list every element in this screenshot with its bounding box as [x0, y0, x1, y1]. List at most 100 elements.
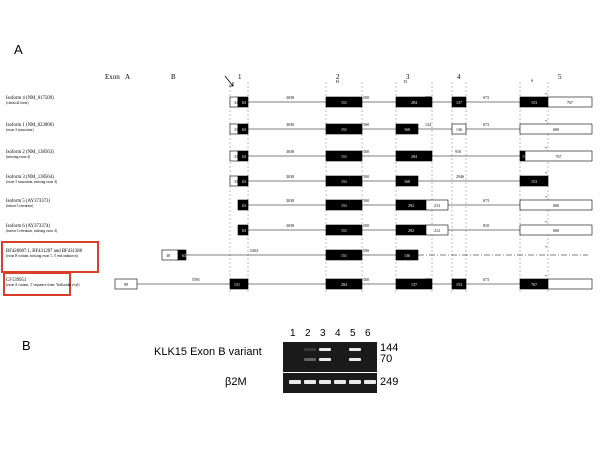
exon-box-3-3: [395, 175, 419, 187]
exon-box-3-1: [237, 175, 249, 187]
exon-size-7-1: 151: [234, 282, 240, 287]
gel-top-image: [283, 342, 377, 372]
exon-size-3-2: 151: [341, 179, 347, 184]
exon-size-2-4: 5: [523, 154, 525, 159]
exon2-mark: H: [336, 79, 339, 84]
intron-size-1-1: 500: [363, 122, 369, 127]
exon-size-7-2: 284: [341, 282, 347, 287]
intron-size-1-0: 3038: [286, 122, 294, 127]
exon-header-title: Exon: [105, 73, 120, 81]
exon-size-5-1: 151: [341, 228, 347, 233]
exon-box-6-1: [177, 249, 187, 261]
exon-box-0-1: [237, 96, 249, 108]
exon-box-1-1: [237, 123, 249, 135]
exon-size-1-5: 680: [553, 127, 559, 132]
exon-box-7-3: [395, 278, 433, 290]
exon-box-2-3: [395, 150, 433, 162]
intron-size-6-1: 500: [363, 248, 369, 253]
track-note-5: (intron 3 retention, missing exon 4): [6, 229, 58, 234]
exon-box-2-2: [325, 150, 363, 162]
exon-size-5-0: 63: [242, 228, 246, 233]
intron-size-5-2: 810: [483, 223, 489, 228]
size-label-249: 249: [380, 376, 399, 388]
track-note-2: (missing exon 4): [6, 155, 31, 159]
exon-box-7-2: [325, 278, 363, 290]
exon-size-3-3: 160: [404, 179, 410, 184]
gel-band-144-lane-2: [304, 348, 316, 351]
exon-size-4-1: 151: [341, 203, 347, 208]
exon-size-3-0: 31: [234, 179, 238, 184]
intron-size-5-0: 3038: [286, 223, 294, 228]
exon-box-0-6: [547, 96, 593, 108]
arrow-icon: [224, 75, 234, 87]
exon-size-4-4: 680: [553, 203, 559, 208]
track-name-3: Isoform 3 (NM_138564): [6, 175, 54, 180]
gel-band-249-lane-3: [319, 380, 331, 384]
exon-box-5-0: [237, 224, 249, 236]
exon-size-0-6: 767: [567, 100, 573, 105]
exon-size-1-2: 151: [341, 127, 347, 132]
exon-size-3-1: 63: [242, 179, 246, 184]
intron-size-0-0: 3038: [286, 95, 294, 100]
exon-header-5: 5: [558, 73, 562, 81]
exon-box-7-6: [547, 278, 593, 290]
stop-marker-4: *: [545, 195, 547, 200]
intron-size-3-1: 500: [363, 174, 369, 179]
exon-size-3-4: 153: [531, 179, 537, 184]
exon-size-7-0: 99: [124, 282, 128, 287]
exon-size-1-4: 136: [456, 127, 462, 132]
exon-header-A: A: [125, 73, 130, 81]
exon-box-0-4: [451, 96, 467, 108]
exon-box-5-3: [425, 224, 449, 236]
exon-box-7-4: [451, 278, 467, 290]
panel-b-label: B: [22, 338, 31, 353]
gel-band-249-lane-5: [349, 380, 361, 384]
intron-size-1-2: 124: [425, 122, 431, 127]
intron-size-5-1: 500: [363, 223, 369, 228]
exon-size-1-0: 31: [234, 127, 238, 132]
gel-band-249-lane-2: [304, 380, 316, 384]
track-name-7: CF139951: [6, 278, 27, 283]
exon-size-0-3: 284: [411, 100, 417, 105]
arrow-head-icon: [229, 82, 234, 87]
exon-size-6-1: 63: [182, 253, 186, 258]
track-note-6: (exon B variant, missing exon 1, 3' end …: [6, 254, 79, 259]
stop-marker-5: *: [545, 220, 547, 225]
intron-size-2-2: 910: [455, 149, 461, 154]
intron-size-7-2: 129: [425, 277, 431, 282]
exon-size-2-1: 63: [242, 154, 246, 159]
stop-marker-2: *: [545, 146, 547, 151]
track-note-1: (exon 3 truncation): [6, 128, 34, 132]
exon-box-1-5: [519, 123, 593, 135]
gel-band-249-lane-1: [289, 380, 301, 384]
panel-a-label: A: [14, 42, 23, 57]
stop-marker-1: *: [545, 119, 547, 124]
exon-size-0-0: 31: [234, 100, 238, 105]
track-note-0: (classical form): [6, 101, 29, 105]
exon-box-7-1: [229, 278, 249, 290]
gel-band-70-lane-2: [304, 358, 316, 361]
exon-size-7-4: 153: [456, 282, 462, 287]
exon-size-1-3: 160: [404, 127, 410, 132]
exon-size-6-0: 38: [166, 253, 170, 258]
exon-size-4-0: 63: [242, 203, 246, 208]
exon-box-0-2: [325, 96, 363, 108]
exon-box-1-2: [325, 123, 363, 135]
intron-size-3-0: 3038: [286, 174, 294, 179]
intron-size-7-3: 673: [483, 277, 489, 282]
stop-marker-0: *: [545, 92, 547, 97]
gel-bottom-image: [283, 373, 377, 393]
track-name-2: Isoform 2 (NM_138563): [6, 150, 54, 155]
exon-size-0-1: 63: [242, 100, 246, 105]
exon-box-5-4: [519, 224, 593, 236]
intron-size-1-3: 673: [483, 122, 489, 127]
exon-box-3-2: [325, 175, 363, 187]
exon-box-4-0: [237, 199, 249, 211]
exon-size-7-5: 767: [531, 282, 537, 287]
size-label-144: 144: [380, 342, 399, 354]
exon-box-7-0: [114, 278, 138, 290]
exon-box-4-3: [425, 199, 449, 211]
intron-size-6-0: 5203: [250, 248, 258, 253]
